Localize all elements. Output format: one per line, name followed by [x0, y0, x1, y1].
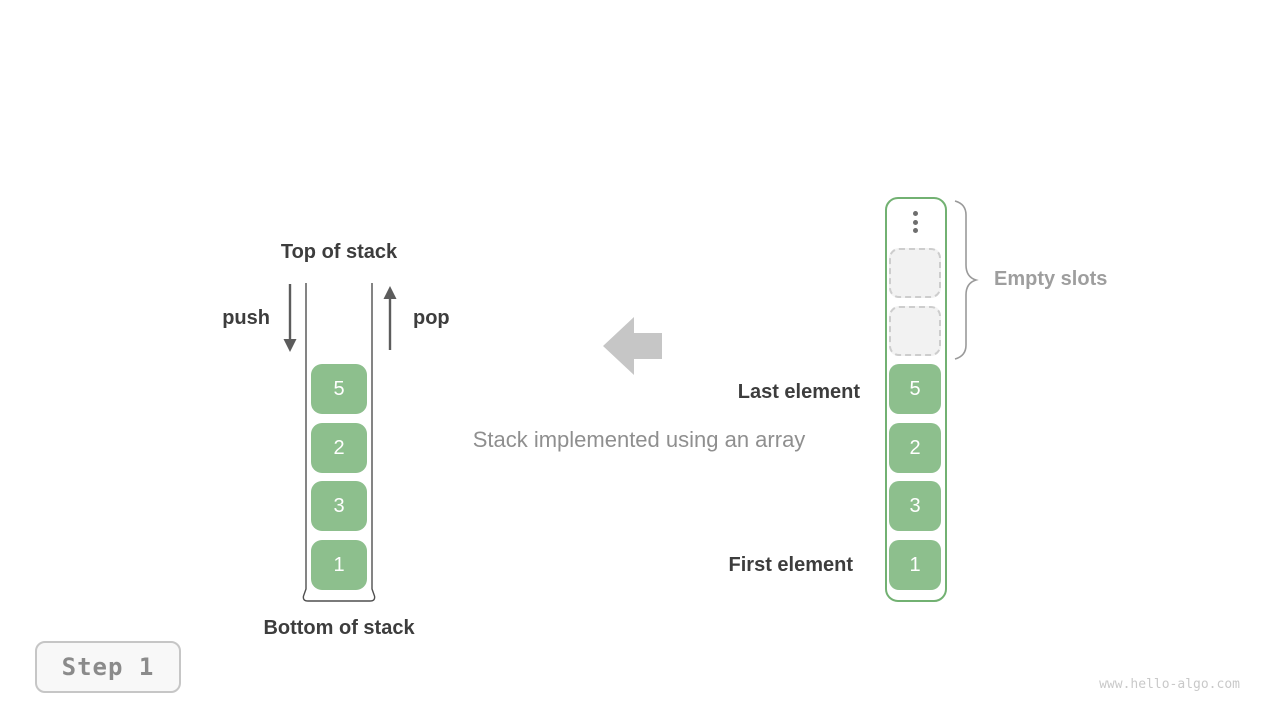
pop-arrow-icon: [383, 286, 397, 350]
first-element-label: First element: [728, 554, 853, 576]
array-block: 2: [889, 423, 941, 473]
dot: [912, 228, 918, 233]
watermark: www.hello-algo.com: [1099, 677, 1240, 692]
vertical-ellipsis-icon: [905, 211, 925, 233]
stack-block: 5: [311, 364, 367, 414]
dot: [912, 219, 918, 225]
stack-container-outline: [302, 283, 376, 602]
array-block: 5: [889, 364, 941, 414]
empty-slot: [889, 306, 941, 356]
bottom-of-stack-label: Bottom of stack: [263, 617, 415, 639]
empty-slot: [889, 248, 941, 298]
step-badge: Step 1: [35, 641, 181, 693]
empty-slots-brace: [954, 200, 979, 360]
top-of-stack-label: Top of stack: [280, 241, 398, 263]
left-block-arrow-icon: [603, 317, 662, 375]
stack-block: 1: [311, 540, 367, 590]
array-block: 1: [889, 540, 941, 590]
push-arrow-icon: [283, 284, 297, 352]
last-element-label: Last element: [737, 381, 860, 403]
array-block: 3: [889, 481, 941, 531]
pop-label: pop: [413, 307, 450, 329]
stack-block: 3: [311, 481, 367, 531]
dot: [912, 211, 918, 216]
push-label: push: [222, 307, 270, 329]
stack-block: 2: [311, 423, 367, 473]
center-caption: Stack implemented using an array: [472, 427, 806, 452]
empty-slots-label: Empty slots: [994, 268, 1108, 290]
